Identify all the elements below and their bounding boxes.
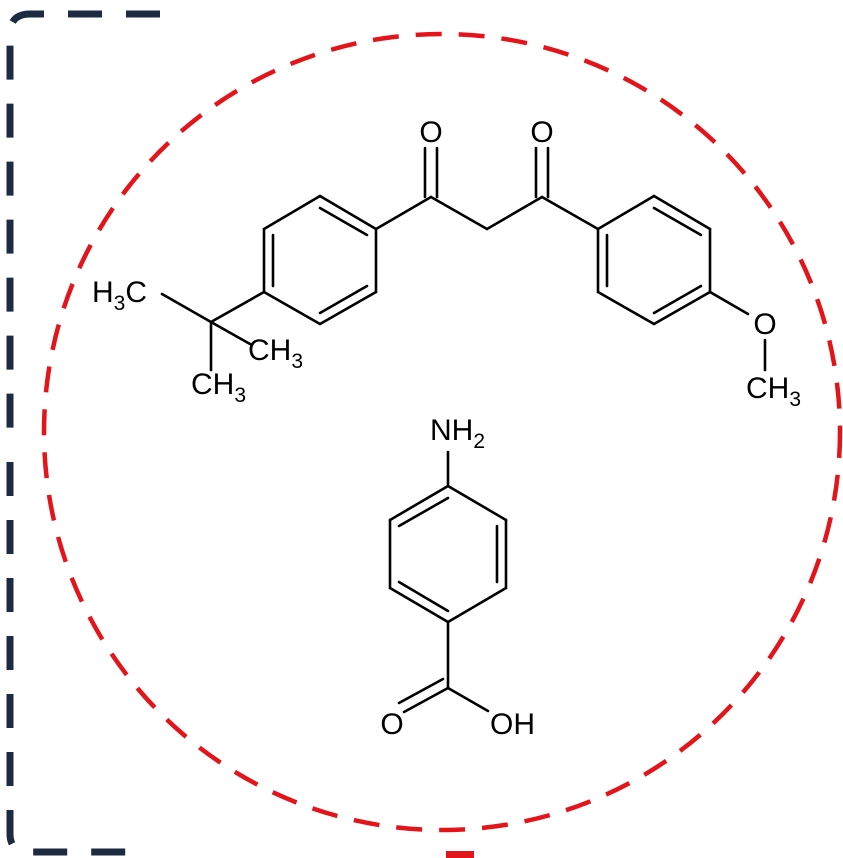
carboxyl-oxygen: O [380,708,403,741]
methyl-right-label: CH3 [248,334,303,373]
methyl-left-label: H3C [92,276,147,315]
outer-dashed-frame [6,10,160,856]
benzoic-benzene-ring [388,484,508,624]
aminobenzoic-acid-molecule: NH2 O OH [380,414,535,741]
hydroxyl-label: OH [490,708,535,741]
methoxy-oxygen: O [753,308,776,341]
carbonyl-left-oxygen: O [419,116,442,149]
methoxy-methyl-label: CH3 [746,372,801,411]
amine-label: NH2 [430,414,485,453]
bottom-marker [446,851,474,858]
carbonyl-right-oxygen: O [530,116,553,149]
methyl-bottom-label: CH3 [191,368,246,407]
diketone-molecule: O O O CH3 H3C CH3 [92,116,801,411]
left-benzene-ring [262,194,378,326]
right-benzene-ring [596,194,712,326]
highlight-circle [41,31,843,833]
